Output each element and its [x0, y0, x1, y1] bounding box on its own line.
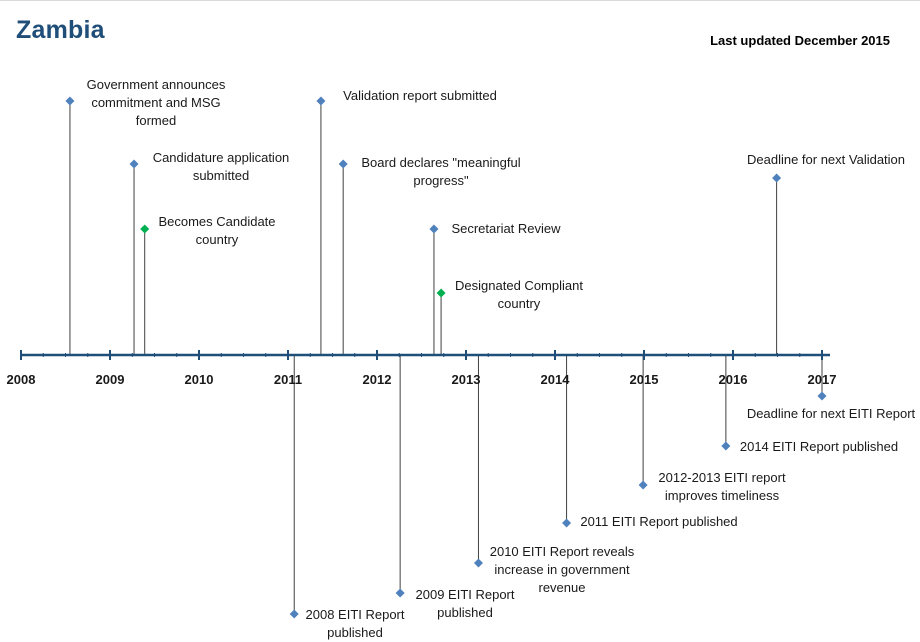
event-marker	[395, 588, 405, 598]
event-label: commitment and MSG	[91, 95, 220, 110]
event-marker	[338, 159, 348, 169]
event-label: Candidature application	[153, 150, 290, 165]
event-marker	[140, 224, 150, 234]
event-label: 2014 EITI Report published	[740, 439, 898, 454]
event-label: published	[327, 625, 383, 640]
event-marker	[772, 173, 782, 183]
event-marker	[638, 480, 648, 490]
year-tick-label: 2011	[274, 372, 302, 387]
event-label: Validation report submitted	[343, 88, 497, 103]
page-title: Zambia	[16, 16, 105, 44]
event-label: revenue	[539, 580, 586, 595]
year-tick-label: 2017	[808, 372, 837, 387]
year-tick-label: 2012	[363, 372, 392, 387]
event-label: 2011 EITI Report published	[580, 514, 737, 529]
year-tick-label: 2009	[96, 372, 125, 387]
event-label: Designated Compliant	[455, 278, 583, 293]
event-label: submitted	[193, 168, 249, 183]
event-label: 2010 EITI Report reveals	[490, 544, 635, 559]
event-label: 2009 EITI Report	[416, 587, 515, 602]
event-marker	[562, 518, 572, 528]
year-tick-label: 2014	[541, 372, 571, 387]
event-marker	[316, 96, 326, 106]
event-marker	[429, 224, 439, 234]
event-label: increase in government	[494, 562, 630, 577]
event-marker	[721, 441, 731, 451]
event-label: progress"	[413, 173, 469, 188]
event-label: Deadline for next Validation	[747, 152, 905, 167]
year-tick-label: 2013	[452, 372, 481, 387]
event-label: 2012-2013 EITI report	[658, 470, 786, 485]
event-label: Secretariat Review	[451, 221, 561, 236]
last-updated-label: Last updated December 2015	[710, 33, 890, 48]
event-marker	[817, 391, 827, 401]
event-label: formed	[136, 113, 176, 128]
event-marker	[65, 96, 75, 106]
event-label: Deadline for next EITI Report	[747, 406, 916, 421]
event-marker	[473, 558, 483, 568]
event-label: country	[196, 232, 239, 247]
event-label: improves timeliness	[665, 488, 780, 503]
event-label: Becomes Candidate	[158, 214, 275, 229]
year-tick-label: 2016	[719, 372, 748, 387]
event-marker	[436, 288, 446, 298]
year-tick-label: 2015	[630, 372, 659, 387]
event-label: 2008 EITI Report	[306, 607, 405, 622]
event-marker	[129, 159, 139, 169]
event-label: country	[498, 296, 541, 311]
event-label: published	[437, 605, 493, 620]
year-tick-label: 2010	[185, 372, 214, 387]
event-label: Board declares "meaningful	[361, 155, 520, 170]
event-marker	[289, 609, 299, 619]
event-label: Government announces	[87, 77, 226, 92]
year-tick-label: 2008	[7, 372, 36, 387]
